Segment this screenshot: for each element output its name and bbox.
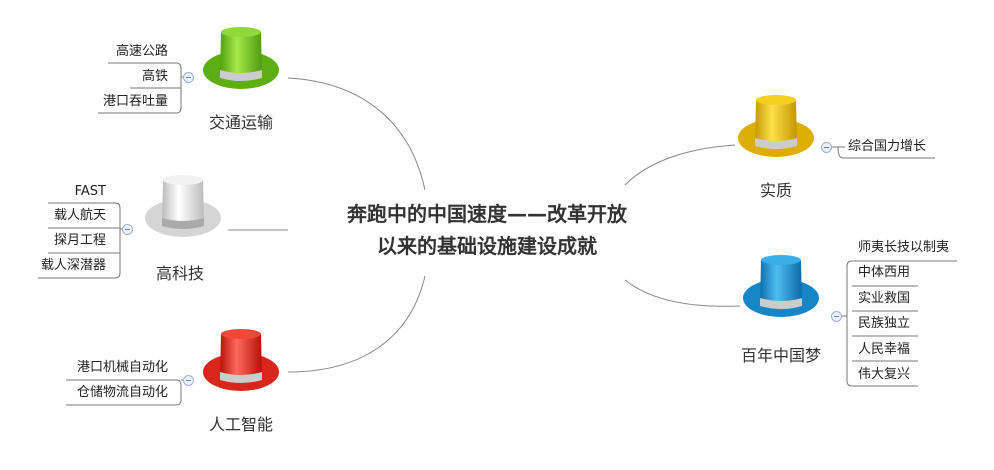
collapse-toggle[interactable]	[122, 224, 133, 235]
green-hat-icon	[203, 27, 279, 89]
leaf-item[interactable]: 民族独立	[858, 316, 911, 331]
leaf-item[interactable]: 港口吞吐量	[102, 94, 168, 109]
branch-essence[interactable]: 实质	[759, 181, 792, 200]
collapse-toggle[interactable]	[183, 72, 194, 83]
blue-hat-icon	[743, 255, 819, 317]
leaf-item[interactable]: 综合国力增长	[848, 139, 927, 154]
leaf-item[interactable]: 实业救国	[858, 291, 911, 306]
branch-hightech[interactable]: 高科技	[155, 264, 204, 283]
white-hat-icon	[145, 175, 221, 237]
central-topic-line1: 奔跑中的中国速度——改革开放	[347, 202, 627, 226]
leaf-item[interactable]: 师夷长技以制夷	[858, 240, 950, 255]
leaf-item[interactable]: 高铁	[141, 69, 168, 84]
branch-ai[interactable]: 人工智能	[208, 415, 273, 434]
leaf-item[interactable]: 港口机械自动化	[76, 360, 168, 375]
leaf-item[interactable]: 人民幸福	[858, 342, 911, 357]
central-topic-line2: 以来的基础设施建设成就	[377, 234, 597, 258]
red-hat-icon	[203, 329, 279, 391]
leaf-item[interactable]: 探月工程	[53, 233, 106, 248]
leaf-item[interactable]: 载人深潜器	[40, 258, 106, 273]
leaf-item[interactable]: 伟大复兴	[858, 367, 911, 382]
leaf-item[interactable]: FAST	[74, 184, 106, 199]
collapse-toggle[interactable]	[183, 375, 194, 386]
collapse-toggle[interactable]	[821, 142, 832, 153]
leaf-item[interactable]: 中体西用	[858, 265, 911, 280]
yellow-hat-icon	[738, 95, 814, 157]
leaf-item[interactable]: 仓储物流自动化	[76, 385, 168, 400]
collapse-toggle[interactable]	[831, 311, 842, 322]
leaf-item[interactable]: 载人航天	[53, 208, 106, 223]
branch-dream[interactable]: 百年中国梦	[740, 346, 821, 365]
leaf-item[interactable]: 高速公路	[115, 44, 168, 59]
branch-transport[interactable]: 交通运输	[208, 113, 273, 132]
central-topic[interactable]: 奔跑中的中国速度——改革开放 以来的基础设施建设成就	[287, 198, 687, 262]
